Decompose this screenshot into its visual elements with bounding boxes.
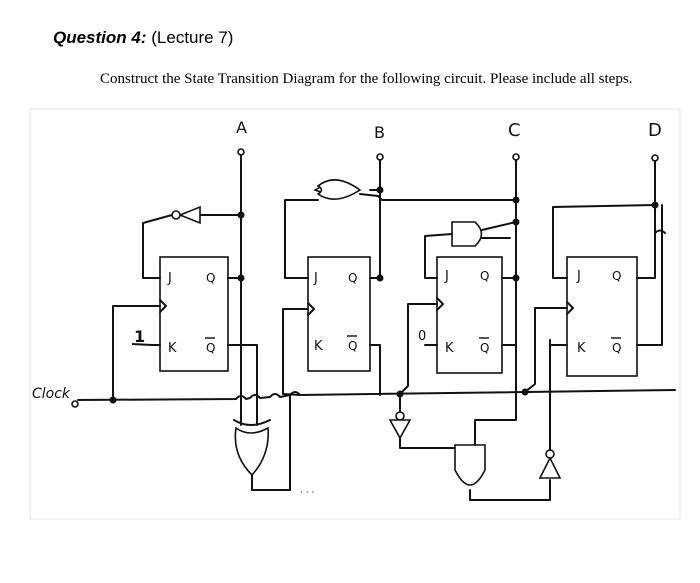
ff-a-q-pin: Q — [206, 271, 215, 285]
flip-flop-c: J K Q Q — [436, 256, 503, 374]
question-number: Question 4: — [53, 28, 147, 47]
output-label-c: C — [508, 120, 521, 141]
flip-flop-d: J K Q Q — [566, 256, 638, 377]
ff-a-qbar-pin: Q — [206, 341, 215, 355]
wiring-ff-a-qbar — [227, 344, 258, 426]
wiring-ff-c-qbar — [501, 344, 517, 401]
wiring-or-to-c — [359, 193, 517, 201]
output-label-b: B — [374, 123, 385, 142]
ff-d-k-pin: K — [577, 341, 586, 356]
svg-text:· · ·: · · · — [300, 488, 314, 498]
and-gate-ff-c — [424, 221, 517, 279]
constant-zero: 0 — [418, 329, 426, 344]
and-gate-bottom — [454, 399, 551, 501]
ff-b-j-pin: J — [313, 271, 318, 286]
wiring-output-a — [199, 154, 245, 426]
ff-b-k-pin: K — [314, 339, 323, 354]
constant-one: 1 — [134, 327, 145, 346]
ff-c-qbar-pin: Q — [480, 341, 489, 355]
ff-b-qbar-pin: Q — [348, 339, 357, 353]
inverter-bottom-right — [538, 339, 568, 479]
wiring-ff-b-qbar — [369, 344, 381, 396]
inverter-ff-a — [142, 205, 201, 279]
question-title: Question 4: (Lecture 7) — [53, 28, 233, 48]
inverter-bottom-left — [388, 393, 456, 449]
flip-flop-b: J K Q Q — [307, 256, 371, 372]
output-terminals — [237, 148, 659, 162]
ff-c-q-pin: Q — [480, 269, 489, 283]
or-gate-ff-b — [284, 179, 362, 279]
ff-b-q-pin: Q — [348, 271, 357, 285]
flip-flop-a: J K Q Q — [159, 256, 229, 372]
xor-gate: · · · — [233, 394, 314, 498]
clock-terminal — [71, 400, 79, 408]
wiring-output-b — [369, 159, 384, 282]
clock-label: Clock — [32, 386, 71, 402]
ff-d-j-pin: J — [576, 269, 581, 284]
ff-c-k-pin: K — [445, 341, 454, 356]
ff-a-j-pin: J — [167, 271, 172, 286]
ff-c-j-pin: J — [444, 269, 449, 284]
question-instruction: Construct the State Transition Diagram f… — [100, 71, 633, 87]
wiring-output-d — [552, 160, 666, 346]
diagram-frame — [29, 108, 681, 520]
constant-one-underline — [131, 343, 153, 346]
ff-a-k-pin: K — [168, 341, 177, 356]
output-label-d: D — [648, 120, 662, 141]
output-label-a: A — [236, 118, 247, 137]
question-lecture: (Lecture 7) — [151, 28, 234, 47]
ff-d-qbar-pin: Q — [612, 341, 621, 355]
ff-d-q-pin: Q — [612, 269, 621, 283]
clock-wiring — [77, 303, 676, 404]
